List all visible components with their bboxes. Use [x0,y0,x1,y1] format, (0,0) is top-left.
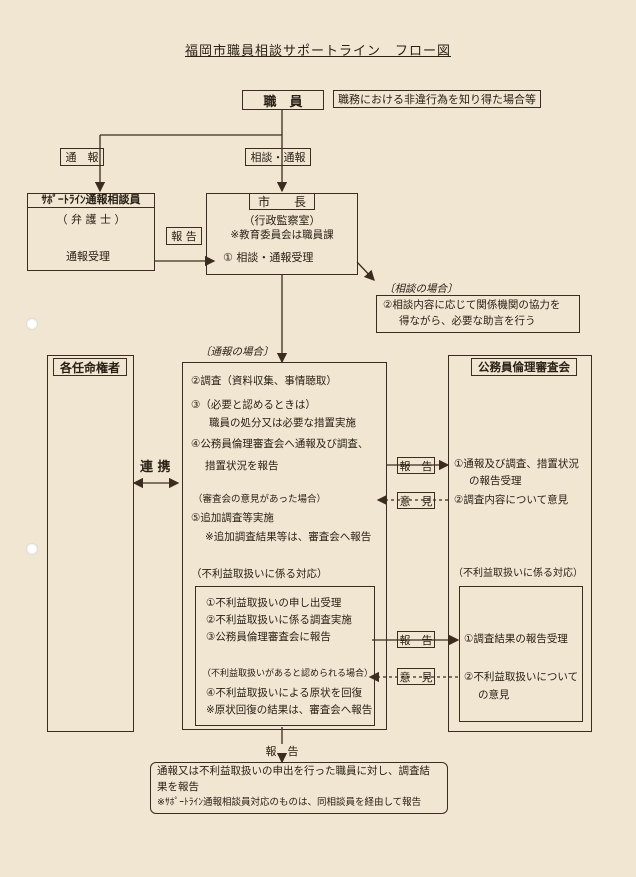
support-line-box: ｻﾎﾟｰﾄﾗｲﾝ通報相談員 （ 弁 護 士 ） 通報受理 [27,193,155,271]
employee-note: 職務における非違行為を知り得た場合等 [333,90,541,108]
report-branch-label: 通 報 [60,148,104,166]
disadv-right-box: ①調査結果の報告受理 ②不利益取扱いについて の意見 [459,586,583,722]
consult-case-line1: ②相談内容に応じて関係機関の協力を [383,299,561,311]
disadv-left-box: ①不利益取扱いの申し出受理 ②不利益取扱いに係る調査実施 ③公務員倫理審査会に報… [195,586,375,726]
report-opinion-note: （審査会の意見があった場合） [193,494,327,505]
bottom-line-3: ※ｻﾎﾟｰﾄﾗｲﾝ通報相談員対応のものは、同相談員を経由して報告 [157,797,422,808]
ethics-step-1: ①通報及び調査、措置状況 [454,458,579,470]
bottom-line-2: 果を報告 [157,781,199,793]
bottom-result-box: 通報又は不利益取扱いの申出を行った職員に対し、調査結 果を報告 ※ｻﾎﾟｰﾄﾗｲ… [150,762,448,814]
arrow-opinion-label: 意 見 [397,492,435,509]
report-step-4-detail: 措置状況を報告 [205,460,279,472]
disadv-left-4: （不利益取扱いがあると認められる場合） [202,669,374,679]
disadv-left-3: ③公務員倫理審査会に報告 [206,631,331,643]
ethics-title: 公務員倫理審査会 [471,358,577,376]
arrow-report2-label: 報 告 [397,631,435,648]
consult-branch-label: 相談・通報 [245,148,311,166]
report-case-head: 〔通報の場合〕 [200,346,274,358]
report-step-4: ④公務員倫理審査会へ通報及び調査、 [191,438,369,450]
disadv-left-6: ※原状回復の結果は、審査会へ報告 [206,704,373,716]
disadv-left-5: ④不利益取扱いによる原状を回復 [206,687,363,699]
disadv-right-3: の意見 [478,689,510,701]
disadv-left-1: ①不利益取扱いの申し出受理 [206,597,342,609]
report-step-5-detail: ※追加調査結果等は、審査会へ報告 [205,531,372,543]
ethics-step-2: ②調査内容について意見 [454,494,569,506]
disadv-left-2: ②不利益取扱いに係る調査実施 [206,614,352,626]
mayor-step1: ① 相談・通報受理 [223,251,314,264]
support-line-title: ｻﾎﾟｰﾄﾗｲﾝ通報相談員 [28,193,154,208]
punch-hole [26,543,38,555]
report-step-3-detail: 職員の処分又は必要な措置実施 [209,417,356,429]
consult-case-line2: 得ながら、必要な助言を行う [399,315,536,327]
disadv-right-1: ①調査結果の報告受理 [464,633,568,645]
disadv-right-head: （不利益取扱いに係る対応） [453,568,583,579]
bottom-line-1: 通報又は不利益取扱いの申出を行った職員に対し、調査結 [157,765,430,777]
report-case-box: ②調査（資料収集、事情聴取） ③（必要と認めるときは） 職員の処分又は必要な措置… [182,362,387,730]
bottom-report-label: 報 告 [265,745,299,758]
consult-case-box: ②相談内容に応じて関係機関の協力を 得ながら、必要な助言を行う [376,295,580,333]
authority-box: 各任命権者 [47,355,134,732]
ethics-step-1-detail: の報告受理 [469,475,522,487]
disadv-right-2: ②不利益取扱いについて [464,671,579,683]
disadv-left-head: （不利益取扱いに係る対応） [191,568,328,580]
support-line-sub: （ 弁 護 士 ） [56,213,126,226]
authority-title: 各任命権者 [53,358,127,376]
arrow-report-label: 報 告 [397,457,435,474]
report-step-3: ③（必要と認めるときは） [191,399,316,411]
employee-node: 職 員 [242,90,324,110]
ethics-box: 公務員倫理審査会 ①通報及び調査、措置状況 の報告受理 ②調査内容について意見 … [448,355,592,732]
punch-hole [26,318,38,330]
mayor-box: 市 長 （行政監察室） ※教育委員会は職員課 ① 相談・通報受理 [206,193,358,275]
mayor-title: 市 長 [249,193,315,210]
report-step-2: ②調査（資料収集、事情聴取） [191,375,337,387]
renkei-label: 連 携 [140,460,171,475]
mayor-sub: （行政監察室） [243,214,321,227]
support-line-action: 通報受理 [66,250,110,263]
report-mid-label: 報 告 [166,227,202,245]
report-step-5: ⑤追加調査等実施 [191,512,274,524]
page-title: 福岡市職員相談サポートライン フロー図 [184,44,451,59]
mayor-note: ※教育委員会は職員課 [230,229,334,241]
arrow-opinion2-label: 意 見 [397,668,435,685]
consult-case-head: 〔相談の場合〕 [384,283,458,295]
